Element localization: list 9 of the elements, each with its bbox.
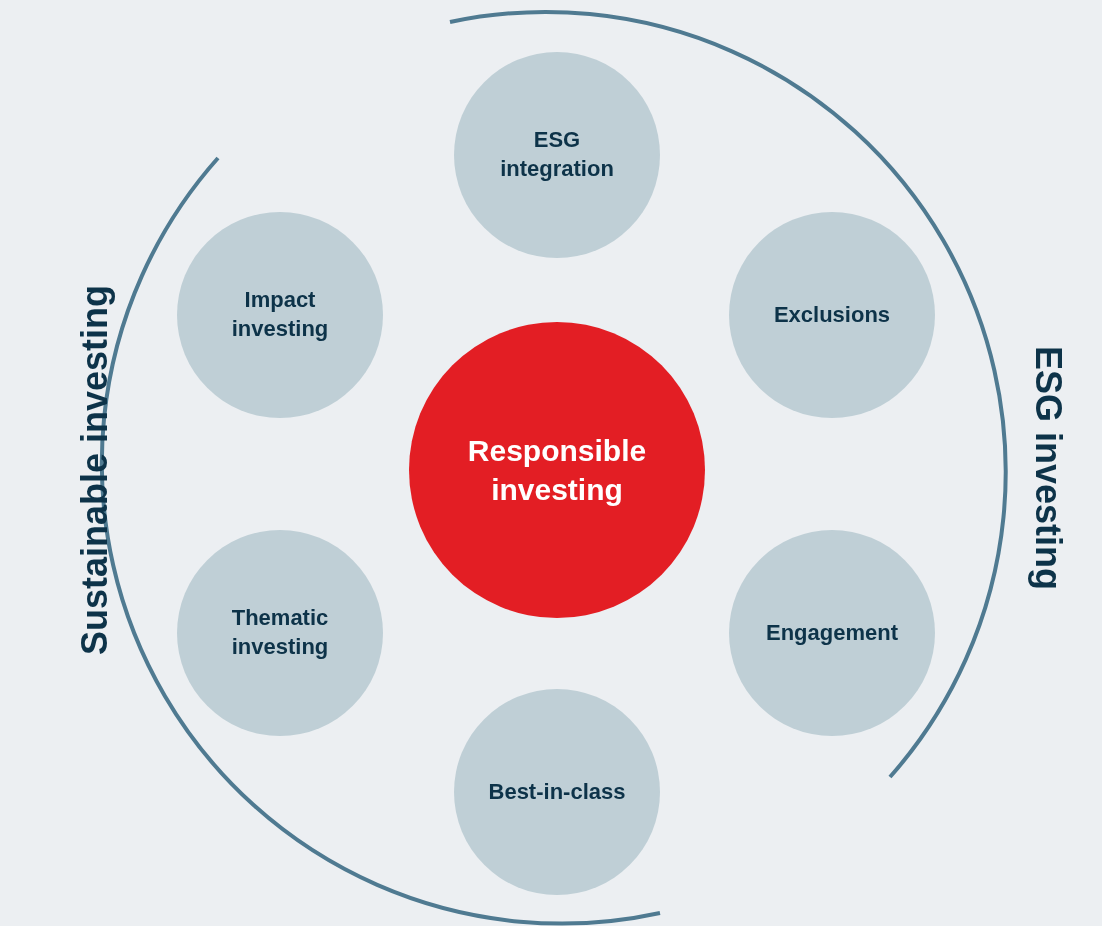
arc-label: ESG investing (1027, 345, 1070, 591)
circle-label: Responsible investing (466, 433, 648, 508)
circle-label: Exclusions (773, 300, 891, 329)
circle-label: Best-in-class (488, 777, 626, 806)
arc-label: Sustainable investing (74, 284, 117, 656)
circle-label: Engagement (766, 618, 898, 647)
circle-label: ESG integration (499, 126, 615, 183)
circle-label: Impact investing (230, 286, 330, 343)
circle-label: Thematic investing (230, 604, 330, 661)
